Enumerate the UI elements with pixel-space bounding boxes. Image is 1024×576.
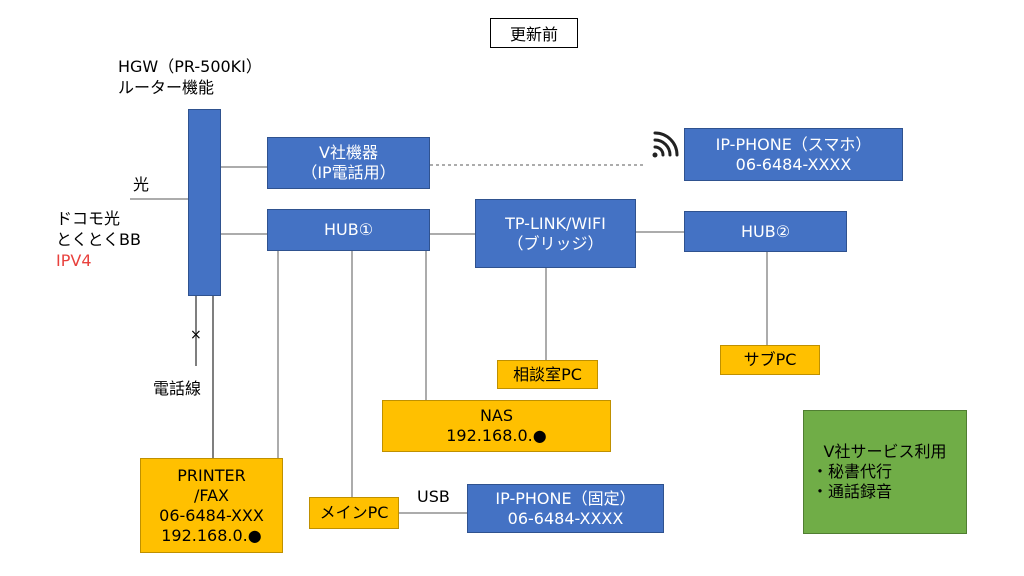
ip-phone-mobile-name: IP-PHONE（スマホ） — [715, 134, 872, 154]
isp-label: ドコモ光 とくとくBB IPV4 — [56, 209, 141, 271]
sub-pc-box: サブPC — [720, 345, 820, 375]
main-pc-box: メインPC — [309, 497, 399, 529]
hikari-label: 光 — [133, 175, 150, 194]
nas-ip: 192.168.0.● — [446, 426, 547, 445]
hgw-function: ルーター機能 — [118, 77, 215, 97]
page-title: 更新前 — [490, 18, 578, 48]
v-device-name: V社機器 — [319, 143, 378, 162]
nas-name: NAS — [479, 406, 514, 425]
ip-phone-mobile-number: 06-6484-XXXX — [735, 154, 852, 174]
hub2-box: HUB② — [684, 211, 847, 252]
cross-mark: × — [190, 327, 202, 343]
nas-box: NAS 192.168.0.● — [382, 400, 611, 452]
v-service-item-secretary: ・秘書代行 — [812, 462, 893, 481]
printer-fax: /FAX — [193, 485, 230, 505]
wifi-signal-icon — [652, 131, 679, 158]
v-service-title: V社サービス利用 — [823, 442, 947, 461]
printer-ip: 192.168.0.● — [161, 525, 262, 545]
ip-phone-mobile-box: IP-PHONE（スマホ） 06-6484-XXXX — [684, 128, 903, 181]
v-service-item-recording: ・通話録音 — [812, 482, 893, 501]
ip-phone-fixed-number: 06-6484-XXXX — [507, 508, 624, 528]
hgw-model: HGW（PR-500KI） — [118, 57, 262, 76]
phone-line-label: 電話線 — [153, 379, 202, 398]
isp-name: ドコモ光 — [56, 209, 121, 228]
v-device-purpose: （IP電話用） — [301, 163, 396, 182]
v-service-box: V社サービス利用 ・秘書代行 ・通話録音 — [803, 410, 967, 534]
consult-pc-box: 相談室PC — [497, 360, 598, 389]
tplink-box: TP-LINK/WIFI （ブリッジ） — [475, 199, 636, 268]
printer-name: PRINTER — [177, 465, 246, 485]
usb-label: USB — [417, 487, 450, 506]
hgw-router-box — [188, 109, 221, 296]
tplink-mode: （ブリッジ） — [507, 233, 604, 253]
hub1-box: HUB① — [267, 209, 430, 251]
ip-phone-fixed-box: IP-PHONE（固定） 06-6484-XXXX — [467, 484, 664, 533]
tplink-name: TP-LINK/WIFI — [505, 213, 606, 233]
printer-box: PRINTER /FAX 06-6484-XXX 192.168.0.● — [140, 458, 283, 553]
ipv4-label: IPV4 — [56, 250, 92, 270]
ip-phone-fixed-name: IP-PHONE（固定） — [495, 488, 636, 508]
printer-fax-number: 06-6484-XXX — [159, 505, 264, 525]
isp-plan: とくとくBB — [56, 229, 141, 249]
v-device-box: V社機器 （IP電話用） — [267, 137, 430, 189]
hgw-label: HGW（PR-500KI） ルーター機能 — [118, 57, 262, 99]
